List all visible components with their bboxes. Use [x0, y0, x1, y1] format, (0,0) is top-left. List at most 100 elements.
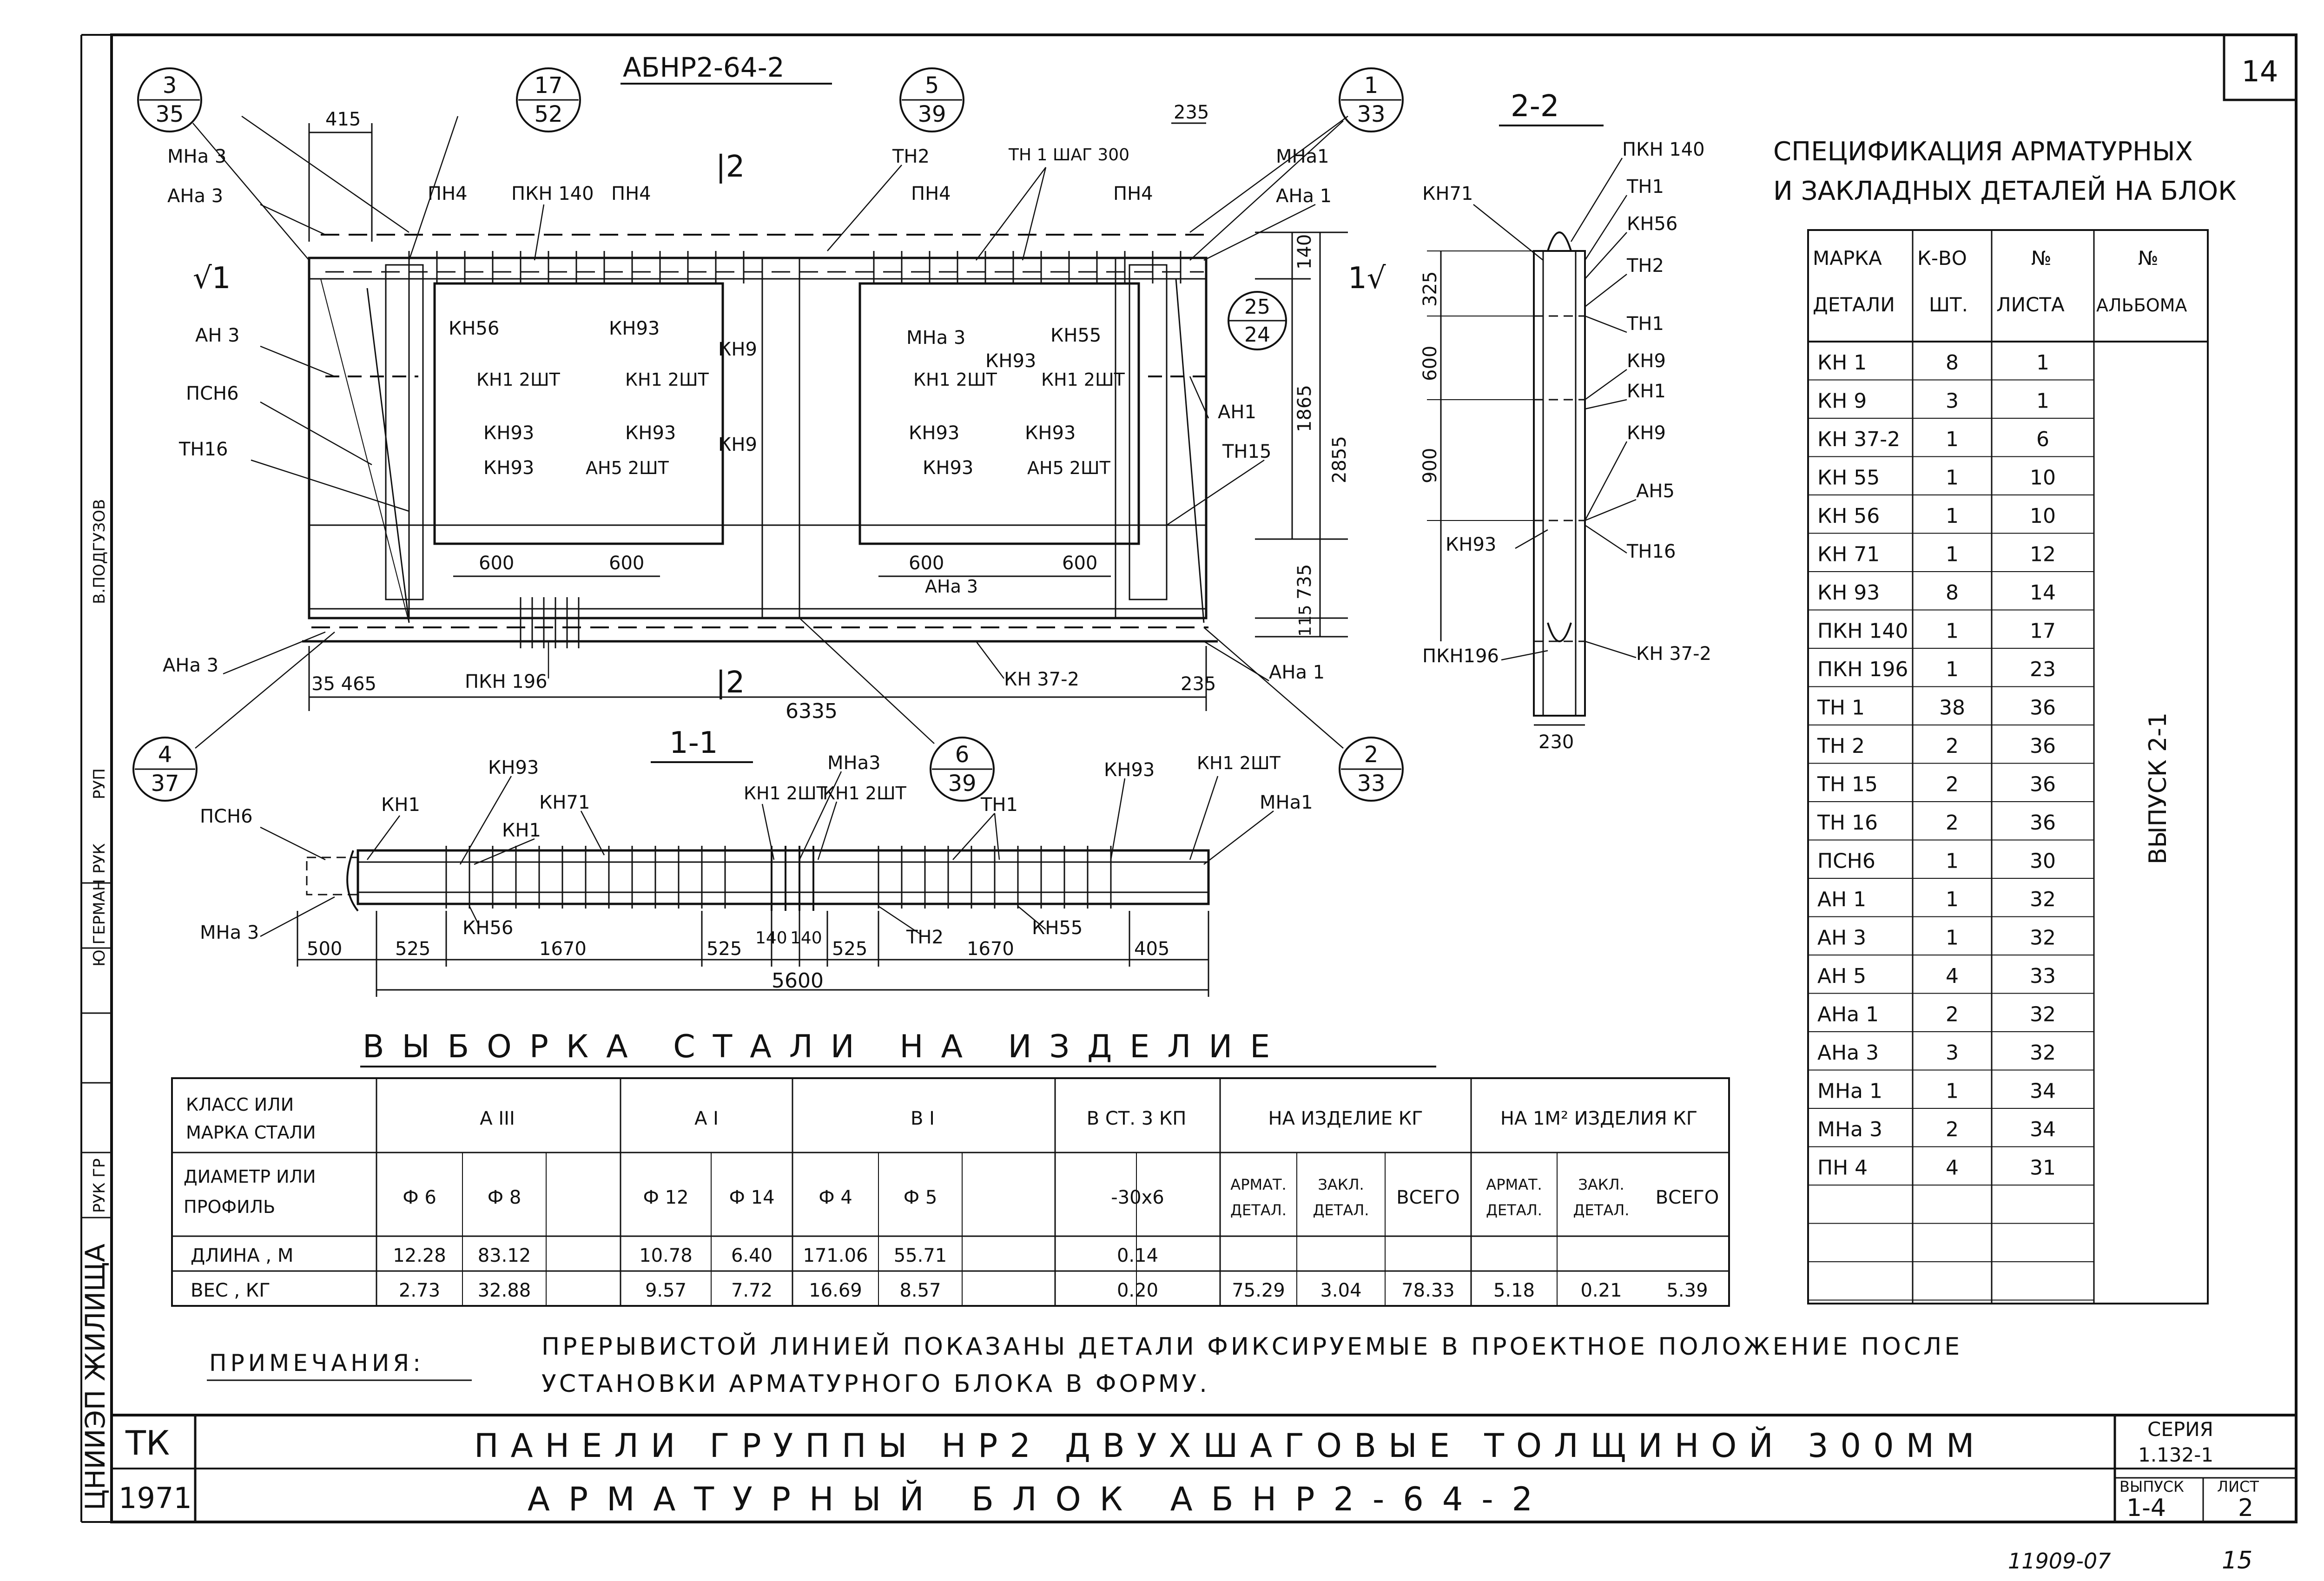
- spec-cell-mark: КН 71: [1817, 543, 1880, 567]
- title-line-2: АРМАТУРНЫЙ БЛОК АБНР2-64-2: [528, 1480, 1551, 1518]
- steel-weight: 32.88: [478, 1280, 531, 1301]
- label-psn6: ПСН6: [186, 383, 239, 404]
- sec11-label-kn1-2sht-a: КН1 2ШТ: [744, 783, 828, 804]
- sec11-label-kn93-b: КН93: [1104, 759, 1155, 781]
- sec22-label-tn2: ТН2: [1626, 255, 1664, 277]
- label-kn37-2: КН 37-2: [1004, 669, 1079, 690]
- svg-text:5: 5: [925, 72, 939, 99]
- specification-table: СПЕЦИФИКАЦИЯ АРМАТУРНЫХ И ЗАКЛАДНЫХ ДЕТА…: [1773, 137, 2237, 1304]
- sec11-dim-525-c: 525: [832, 938, 867, 960]
- steel-profile: Ф 12: [643, 1187, 688, 1208]
- sec22-label-pkn196: ПКН196: [1422, 646, 1499, 667]
- section-1-1: 1-1 500 525 1670 525 140 140 525 1670 40…: [200, 726, 1313, 997]
- circle-ref-17-52: 17 52: [516, 67, 581, 132]
- sec11-dim-525-b: 525: [706, 938, 742, 960]
- steel-profile: ДЕТАЛ.: [1486, 1201, 1542, 1219]
- spec-cell-qty: 1: [1946, 504, 1959, 528]
- steel-title: ВЫБОРКА СТАЛИ НА ИЗДЕЛИЕ: [363, 1028, 1287, 1065]
- spec-cell-sheet: 32: [2030, 888, 2056, 911]
- spec-cell-sheet: 31: [2030, 1156, 2056, 1180]
- label-ana3-top: АНа 3: [167, 185, 223, 207]
- label-tn16: ТН16: [178, 439, 228, 460]
- spec-cell-mark: МНа 1: [1817, 1080, 1882, 1103]
- spec-header-sheet-1: №: [2031, 247, 2052, 270]
- dim-2855: 2855: [1329, 436, 1350, 483]
- sec22-label-tn16: ТН16: [1626, 541, 1676, 562]
- steel-length: 10.78: [639, 1245, 693, 1266]
- spec-cell-sheet: 10: [2030, 466, 2056, 490]
- spec-title-2: И ЗАКЛАДНЫХ ДЕТАЛЕЙ НА БЛОК: [1773, 176, 2237, 206]
- steel-weight: 3.04: [1320, 1280, 1361, 1301]
- label-kn9-a: КН9: [718, 339, 757, 360]
- section-1-1-title: 1-1: [669, 726, 718, 760]
- section-2-2-title: 2-2: [1511, 89, 1559, 124]
- label-kn1-a: КН1 2ШТ: [476, 369, 561, 390]
- stamp-name-1: РУК ГР: [90, 1159, 109, 1213]
- spec-cell-qty: 2: [1946, 811, 1959, 835]
- spec-cell-sheet: 34: [2030, 1118, 2056, 1141]
- steel-profile: ДЕТАЛ.: [1313, 1201, 1369, 1219]
- spec-cell-sheet: 1: [2036, 389, 2049, 413]
- series-value: 1.132-1: [2138, 1443, 2213, 1466]
- sec11-label-mna3-b: МНа 3: [200, 922, 259, 943]
- sec22-dim-600: 600: [1419, 346, 1441, 381]
- sec22-label-tn1-b: ТН1: [1626, 313, 1664, 335]
- steel-profile: Ф 14: [729, 1187, 774, 1208]
- label-kn55: КН55: [1050, 325, 1101, 346]
- spec-cell-mark: ПН 4: [1817, 1156, 1868, 1180]
- sheet-number: 14: [2242, 54, 2278, 88]
- sec11-label-tn1: ТН1: [980, 794, 1018, 816]
- steel-diam-label-1: ДИАМЕТР ИЛИ: [184, 1166, 316, 1187]
- stamp-name-3: РУК: [90, 843, 109, 874]
- sec22-label-tn1-a: ТН1: [1626, 176, 1664, 198]
- spec-cell-mark: АНа 3: [1817, 1041, 1879, 1065]
- label-kn1-b: КН1 2ШТ: [625, 369, 709, 390]
- org-name: ЦНИИЭП ЖИЛИЩА: [79, 1244, 111, 1510]
- sec11-dim-1670-b: 1670: [967, 938, 1014, 960]
- steel-profile: ЗАКЛ.: [1318, 1176, 1364, 1193]
- sec22-label-kn9-b: КН9: [1627, 422, 1666, 444]
- steel-profile: АРМАТ.: [1230, 1176, 1286, 1193]
- steel-diam-label-2: ПРОФИЛЬ: [184, 1197, 275, 1217]
- sec22-label-kn56: КН56: [1627, 213, 1677, 235]
- spec-cell-qty: 1: [1946, 1080, 1959, 1103]
- label-kn93-d: КН93: [625, 422, 676, 444]
- issue-label: ВЫПУСК: [2119, 1478, 2184, 1495]
- label-tn1-step: ТН 1 ШАГ 300: [1008, 145, 1129, 165]
- spec-cell-qty: 2: [1946, 734, 1959, 758]
- circle-ref-5-39: 5 39: [899, 67, 964, 132]
- footer-page: 15: [2222, 1547, 2252, 1574]
- svg-text:24: 24: [1244, 323, 1270, 347]
- steel-class-header: НА ИЗДЕЛИЕ КГ: [1268, 1108, 1423, 1129]
- sheet-value: 2: [2238, 1494, 2253, 1522]
- spec-cell-sheet: 36: [2030, 773, 2056, 797]
- sec11-label-psn6: ПСН6: [200, 806, 253, 827]
- spec-cell-mark: АН 1: [1817, 888, 1866, 911]
- steel-class-label-1: КЛАСС ИЛИ: [186, 1094, 294, 1115]
- spec-cell-mark: ПКН 140: [1817, 619, 1908, 643]
- steel-weight: 0.21: [1580, 1280, 1622, 1301]
- main-elevation-view: 140 1865 2855 735 115 415 235 35 465 633…: [163, 102, 1386, 723]
- spec-cell-sheet: 6: [2036, 428, 2049, 451]
- stamp-name-5: В.ПОДГУЗОВ: [90, 499, 109, 604]
- spec-cell-qty: 1: [1946, 543, 1959, 567]
- steel-class-header: А I: [694, 1108, 719, 1129]
- label-mna3-top: МНа 3: [167, 146, 226, 167]
- spec-cell-mark: ТН 16: [1817, 811, 1878, 835]
- steel-length: 0.14: [1117, 1245, 1158, 1266]
- dim-235-bottom: 235: [1181, 673, 1216, 695]
- steel-weight: 5.18: [1493, 1280, 1535, 1301]
- circle-ref-25-24: 25 24: [1228, 291, 1287, 350]
- sec11-dim-140-a: 140: [755, 929, 787, 948]
- dim-1865: 1865: [1294, 385, 1315, 432]
- stamp-name-4: РУП: [90, 768, 109, 799]
- dim-600-a: 600: [479, 553, 514, 574]
- label-an1: АН1: [1218, 402, 1256, 423]
- sheet-number-box: [2223, 33, 2298, 101]
- svg-text:2: 2: [1364, 742, 1379, 768]
- spec-cell-qty: 2: [1946, 1118, 1959, 1141]
- dim-235-top: 235: [1174, 102, 1209, 123]
